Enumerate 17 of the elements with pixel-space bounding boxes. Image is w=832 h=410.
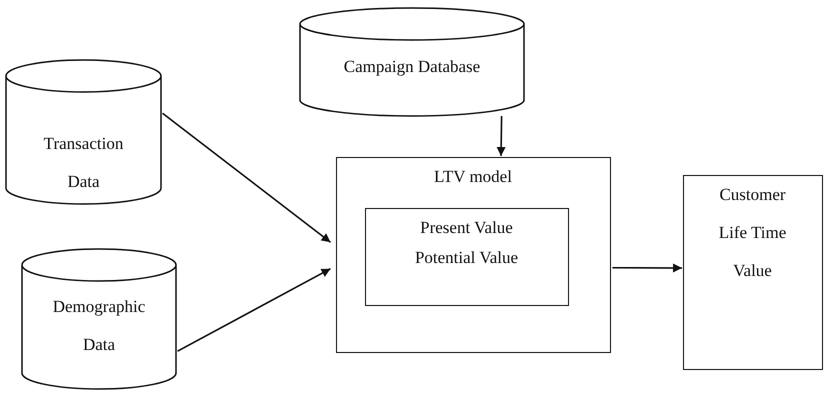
- arrow: [162, 112, 331, 243]
- database-cylinder: [300, 8, 524, 116]
- arrow: [612, 263, 682, 272]
- value-label: Potential Value: [414, 247, 520, 269]
- arrow: [496, 116, 506, 156]
- process-box: [683, 175, 823, 370]
- box-label: Customer Life Time Value: [718, 184, 788, 282]
- process-box: [336, 157, 611, 353]
- database-cylinder: [22, 249, 176, 389]
- database-cylinder: [6, 60, 161, 204]
- value-label: Present Value: [419, 217, 514, 239]
- box-label: LTV model: [433, 166, 513, 188]
- database-label: Transaction Data: [42, 133, 124, 193]
- database-label: Demographic Data: [52, 296, 146, 356]
- arrow: [177, 268, 331, 352]
- inner-box: [365, 208, 569, 306]
- database-label: Campaign Database: [342, 56, 482, 78]
